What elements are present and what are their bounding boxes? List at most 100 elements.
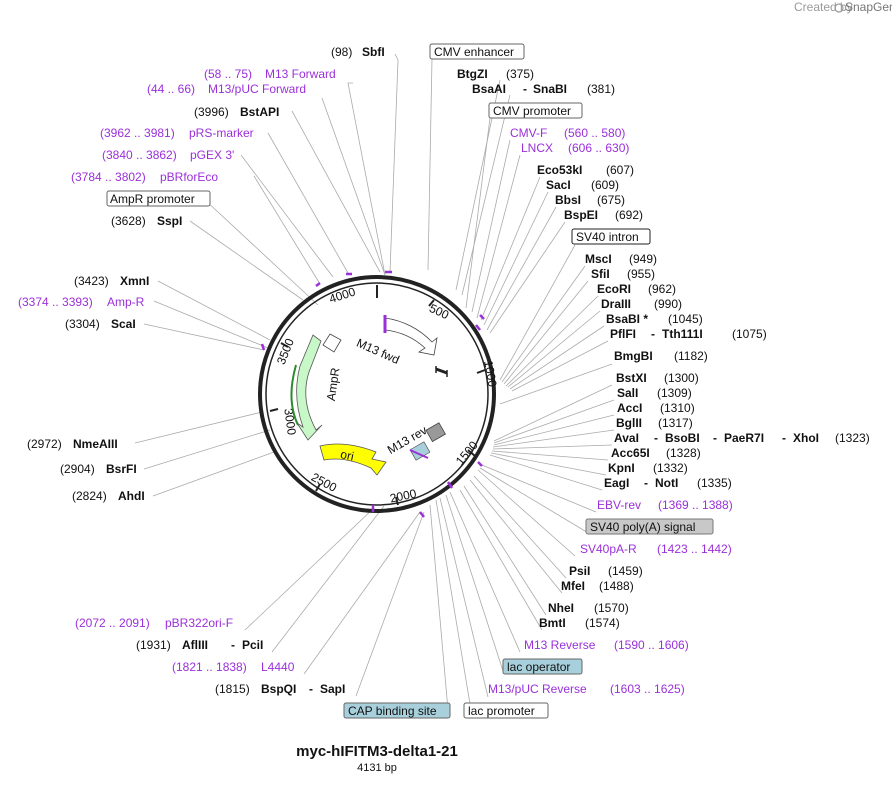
cmv-promoter-box[interactable] [488,102,583,119]
sv40-polya-box[interactable] [585,518,714,535]
bmgbi-site[interactable]: BmgBI [614,349,653,363]
btgzi-site[interactable]: BtgZI [457,67,488,81]
l4440-label[interactable]: L4440 [261,660,295,674]
noti-site[interactable]: NotI [655,476,678,490]
m13puc-forward-label[interactable]: M13/pUC Forward [208,82,306,96]
sali-site[interactable]: SalI [617,386,638,400]
bmti-site[interactable]: BmtI [539,616,566,630]
eco53ki-position: (607) [606,163,634,177]
ampr-label: AmpR [324,366,343,401]
pgex-range: (3840 .. 3862) [102,148,177,162]
sbfi-position: (98) [331,45,352,59]
pbrforeco-label[interactable]: pBRforEco [160,170,218,184]
msci-site[interactable]: MscI [585,252,612,266]
nmeaiii-site[interactable]: NmeAIII [73,437,118,451]
m13-fwd-arrow[interactable] [384,317,438,356]
eagi-dash: - [644,476,648,490]
draiii-site[interactable]: DraIII [601,297,631,311]
bbsi-position: (675) [597,193,625,207]
afliii-position: (1931) [136,638,171,652]
cap-binding-site-box[interactable] [343,702,451,719]
psii-site[interactable]: PsiI [569,564,590,578]
bspei-position: (692) [615,208,643,222]
avai-site[interactable]: AvaI [614,431,639,445]
pcii-site[interactable]: PciI [242,638,263,652]
bbsi-site[interactable]: BbsI [555,193,581,207]
bstapi-site[interactable]: BstAPI [240,105,279,119]
created-by-text: Created by [794,0,853,14]
acci-position: (1310) [660,401,695,415]
sapi-site[interactable]: SapI [320,682,345,696]
paer7i-site[interactable]: PaeR7I [724,431,764,445]
lac-operator-label: lac operator [507,660,570,674]
sspi-site[interactable]: SspI [157,214,182,228]
avai-dash: - [654,431,658,445]
saci-site[interactable]: SacI [546,178,571,192]
kpni-site[interactable]: KpnI [608,461,635,475]
tth111i-site[interactable]: Tth111I [662,327,703,341]
pgex-label[interactable]: pGEX 3' [190,148,234,162]
paer7i-dash: - [782,431,786,445]
bsaai-site[interactable]: BsaAI [472,82,506,96]
prs-marker-label[interactable]: pRS-marker [189,126,254,140]
bsabi-position: (1045) [668,312,703,326]
ecori-site[interactable]: EcoRI [597,282,631,296]
ampr-promoter-arrow[interactable] [322,333,342,353]
eco53ki-site[interactable]: Eco53kI [537,163,582,177]
afliii-site[interactable]: AflIII [182,638,208,652]
m13puc-reverse-label[interactable]: M13/pUC Reverse [488,682,587,696]
m13-forward-label[interactable]: M13 Forward [265,67,336,81]
tick-label-500: 500 [427,301,451,322]
pbr322ori-f-label[interactable]: pBR322ori-F [165,616,233,630]
nhei-site[interactable]: NheI [548,601,574,615]
bstxi-site[interactable]: BstXI [616,371,647,385]
bsabi-site[interactable]: BsaBI * [606,312,648,326]
pflfi-dash: - [651,327,655,341]
leader-lines [134,53,615,717]
ampr-arrow[interactable] [296,334,323,441]
bglii-site[interactable]: BglII [616,416,642,430]
ebv-rev-label[interactable]: EBV-rev [597,498,641,512]
bspei-site[interactable]: BspEI [564,208,598,222]
lac-operator-box[interactable] [502,658,583,675]
m13-reverse-label[interactable]: M13 Reverse [524,638,596,652]
ori-arrow[interactable] [319,443,387,476]
sv40pa-r-label[interactable]: SV40pA-R [580,542,637,556]
m13puc-reverse-range: (1603 .. 1625) [610,682,685,696]
lac-promoter-label: lac promoter [468,704,535,718]
acci-site[interactable]: AccI [617,401,642,415]
ampr-promoter-box[interactable] [106,190,211,207]
sv40-intron-box[interactable] [571,228,651,245]
pflfi-site[interactable]: PflFI [610,327,636,341]
msci-position: (949) [629,252,657,266]
sfii-site[interactable]: SfiI [591,267,610,281]
lncx-label[interactable]: LNCX [521,141,553,155]
bspqi-site[interactable]: BspQI [261,682,296,696]
mfei-site[interactable]: MfeI [561,579,585,593]
sfii-position: (955) [627,267,655,281]
ebv-rev-range: (1369 .. 1388) [658,498,733,512]
amp-r-label[interactable]: Amp-R [107,295,145,309]
acc65i-site[interactable]: Acc65I [611,446,650,460]
xmni-site[interactable]: XmnI [120,274,149,288]
lac-promoter-box[interactable] [463,702,549,719]
sbfi-site[interactable]: SbfI [362,45,385,59]
pbr322ori-f-range: (2072 .. 2091) [75,616,150,630]
bmti-position: (1574) [585,616,620,630]
amp-r-range: (3374 .. 3393) [18,295,93,309]
cmv-f-label[interactable]: CMV-F [510,126,547,140]
scai-site[interactable]: ScaI [111,317,136,331]
bsobi-site[interactable]: BsoBI [665,431,700,445]
acc65i-position: (1328) [666,446,701,460]
m13-forward-range: (58 .. 75) [204,67,252,81]
bsrfi-site[interactable]: BsrFI [106,462,137,476]
cap-site-block[interactable] [425,422,446,443]
ahdi-site[interactable]: AhdI [118,489,145,503]
snabi-site[interactable]: SnaBI [533,82,567,96]
m13-rev-block[interactable] [409,441,431,461]
xhoi-site[interactable]: XhoI [793,431,819,445]
bsaai-dash: - [523,82,527,96]
cmv-enhancer-box[interactable] [429,43,525,60]
eagi-site[interactable]: EagI [604,476,629,490]
ampr-promoter-label: AmpR promoter [110,192,195,206]
